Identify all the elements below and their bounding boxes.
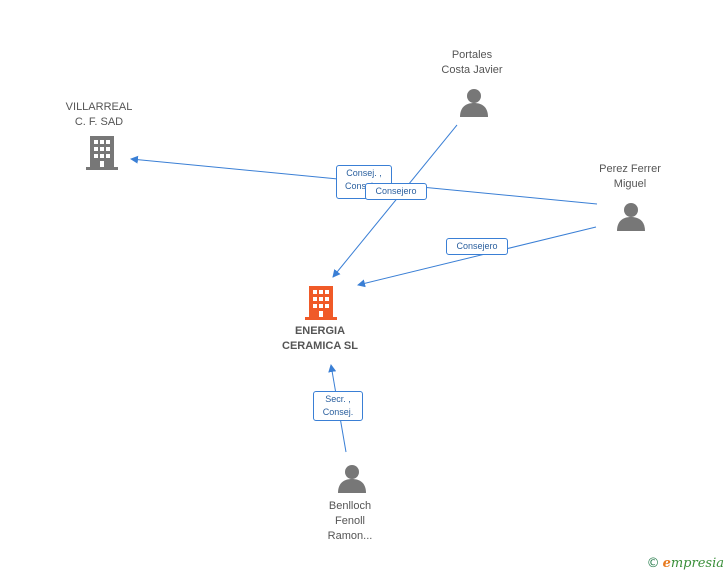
- edge-label-line: Consejero: [375, 186, 417, 196]
- node-label-portales[interactable]: Portales Costa Javier: [427, 48, 517, 78]
- person-icon[interactable]: [460, 89, 488, 117]
- node-label-line: CERAMICA SL: [282, 340, 358, 352]
- edge-label-line: Consej....: [344, 181, 384, 191]
- node-label-energia[interactable]: ENERGIA CERAMICA SL: [270, 324, 370, 354]
- node-label-perez[interactable]: Perez Ferrer Miguel: [584, 162, 676, 192]
- node-label-benlloch[interactable]: Benlloch Fenoll Ramon...: [306, 499, 394, 544]
- person-icon[interactable]: [338, 465, 366, 493]
- edge-label-benlloch-energia[interactable]: Secr. , Consej.: [313, 391, 363, 421]
- brand-logo: ©empresia: [647, 556, 724, 571]
- edge-label-line: Consej. ,: [346, 168, 382, 178]
- node-label-line: Miguel: [613, 178, 647, 190]
- brand-initial: e: [662, 556, 671, 571]
- node-label-line: Fenoll: [335, 515, 365, 527]
- person-icon[interactable]: [617, 203, 645, 231]
- building-icon[interactable]: [86, 136, 118, 170]
- edge-label-line: Consej.: [322, 407, 354, 417]
- brand-name: mpresia: [670, 556, 724, 571]
- copyright-icon: ©: [646, 556, 660, 571]
- node-label-line: Benlloch: [328, 500, 372, 512]
- node-label-line: Ramon...: [327, 530, 373, 542]
- node-label-line: C. F. SAD: [74, 116, 124, 128]
- main-company-building-icon[interactable]: [305, 286, 337, 320]
- edge-perez-energia: [357, 226, 597, 288]
- node-label-line: Perez Ferrer: [599, 163, 661, 175]
- node-label-line: ENERGIA: [294, 325, 346, 337]
- edge-portales-energia: [332, 124, 458, 278]
- node-label-villarreal[interactable]: VILLARREAL C. F. SAD: [58, 100, 140, 130]
- node-label-line: Portales: [451, 49, 493, 61]
- node-label-line: Costa Javier: [441, 64, 503, 76]
- edge-label-line: Consejero: [456, 241, 498, 251]
- node-label-line: VILLARREAL: [65, 101, 133, 113]
- edge-label-perez-energia[interactable]: Consejero: [446, 238, 508, 255]
- edge-label-line: Secr. ,: [325, 394, 351, 404]
- edge-label-portales-energia[interactable]: Consejero: [365, 183, 427, 200]
